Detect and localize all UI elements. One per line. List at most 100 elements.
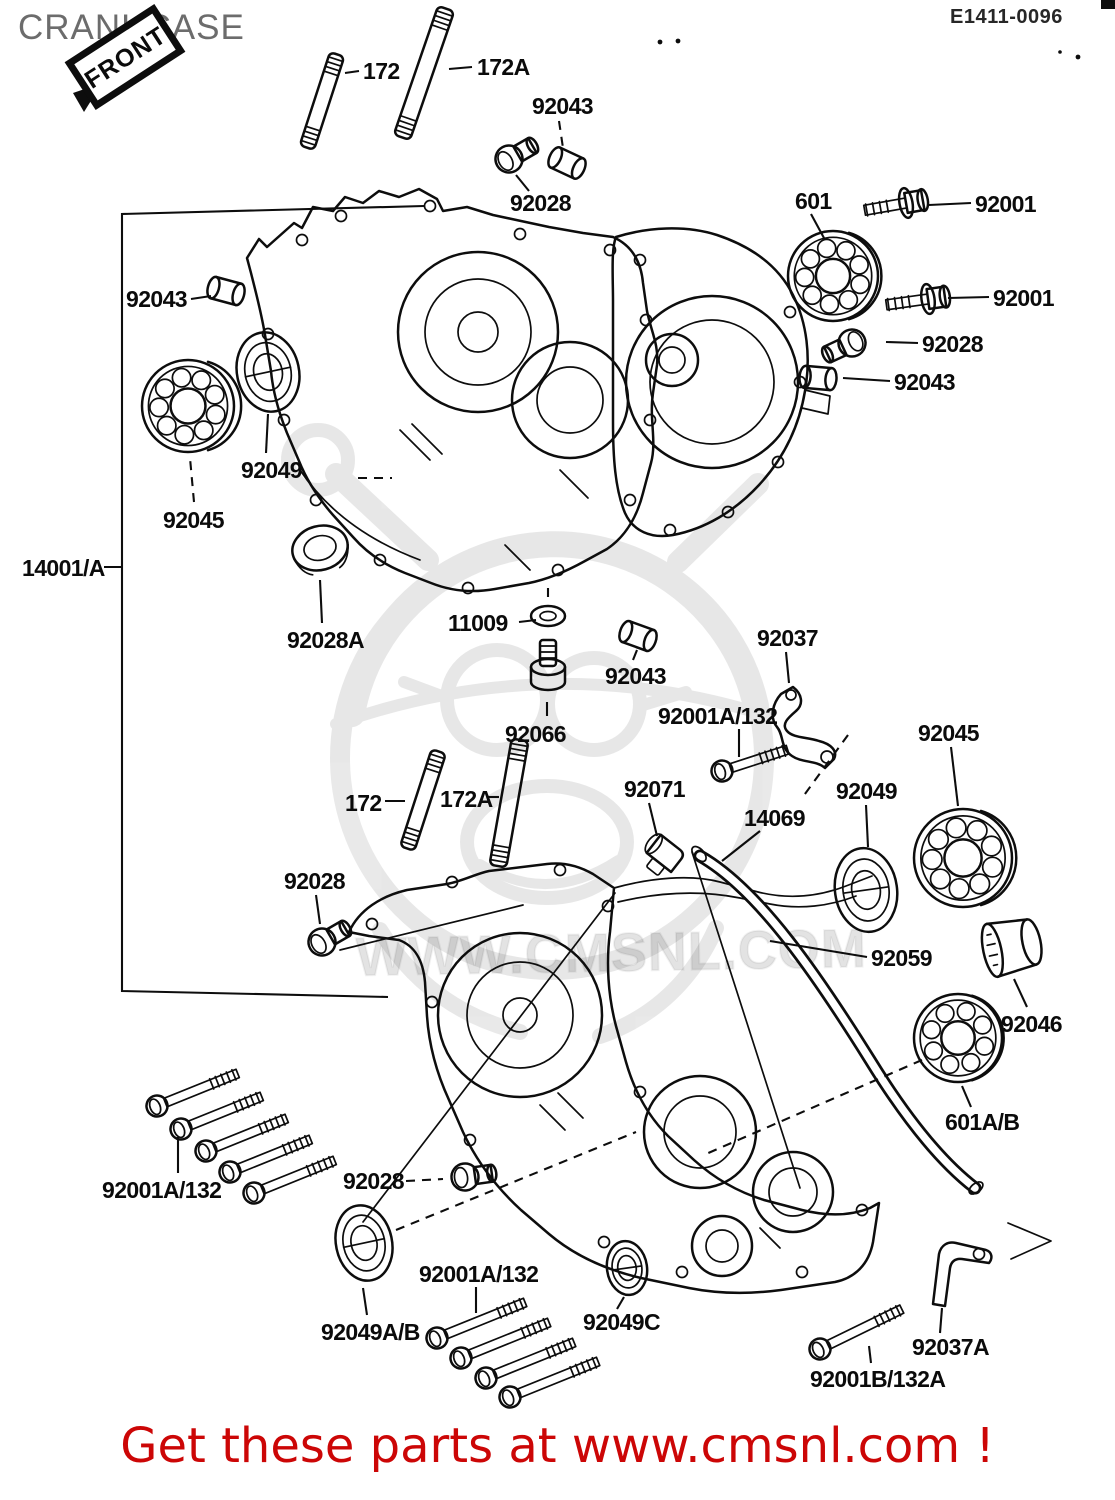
part-label-92043: 92043 [126,286,187,312]
bolt-hole [643,413,657,427]
leader-line-92045 [188,457,196,503]
leader-line-92028 [314,894,322,925]
hatch-line [411,423,443,455]
scan-speckles [657,0,1115,60]
part-label-92049C: 92049C [583,1309,660,1335]
hatch-line [399,429,431,461]
part-label-172: 172 [345,790,382,816]
part-label-92066: 92066 [505,721,566,747]
hatch-line [504,544,531,571]
leader-line-92043 [632,649,638,661]
leader-line-92071 [647,802,659,837]
front-direction-marker: FRONT [64,3,186,112]
hatch-line [539,1104,566,1131]
bolt-hole [463,1133,477,1147]
part-label-92028: 92028 [343,1168,405,1194]
bolt-hole [277,413,291,427]
lower-crankcase-assembly [347,851,881,1295]
part-label-92046: 92046 [1001,1011,1062,1037]
bushing-92028A [291,524,349,576]
leader-line-92028 [405,1177,444,1183]
part-label-92045: 92045 [918,720,980,746]
leader-line-92049 [264,413,270,454]
bolt-92001-lower [884,282,952,316]
part-label-92037: 92037 [757,625,818,651]
plug-pointer-line [339,904,524,951]
bearing-92045-right [912,807,1018,909]
part-label-92001: 92001 [993,285,1055,311]
spacer-92043-right [798,364,838,392]
leader-line-92028A [318,579,324,624]
part-label-92001B/132A: 92001B/132A [810,1366,945,1392]
leader-line-601 [810,213,825,239]
drain-plug-92066 [529,638,567,692]
bolt-hole [425,995,439,1009]
seal-92049-left [235,331,301,413]
bolt-hole [663,523,677,537]
bolt-92001A132-left-2 [169,1091,265,1141]
plug-92028-lowerleft [307,919,353,957]
bolt-92001A132-mid-1 [425,1297,528,1350]
leader-line-14069 [721,830,761,862]
part-label-92043: 92043 [894,369,955,395]
bolt-hole [365,917,379,931]
leader-line-92001 [947,295,990,300]
stud-172A-lower [489,738,529,868]
plug-92028-bottom [450,1162,498,1192]
leader-line-14001/A [120,204,425,567]
hatch-line [559,469,589,499]
part-label-92028: 92028 [510,190,572,216]
seal-92049C [605,1239,649,1297]
bolt-hole [633,253,647,267]
leader-line-92043 [842,376,891,383]
leader-line-92037 [784,651,791,684]
upper-crankcase-right-half [611,227,831,538]
part-label-92049: 92049 [241,457,302,483]
leader-line-92028 [515,174,530,192]
doc-code: E1411-0096 [950,6,1063,28]
part-label-92028A: 92028A [287,627,364,653]
part-label-14001/A: 14001/A [22,555,105,581]
leader-line-92046 [1013,978,1028,1008]
leader-line-172A [448,65,473,71]
part-label-92049A/B: 92049A/B [321,1319,420,1345]
bolt-hole [445,875,459,889]
leader-line-92045 [949,746,960,807]
plug-92028-right [820,328,867,364]
bolt-hole [373,553,387,567]
bolt-hole [771,455,785,469]
bolt-92001A132-left-5 [242,1155,338,1205]
bolt-hole [855,1203,869,1217]
leader-line-92028 [885,340,919,345]
seal-92049AB [334,1204,394,1282]
washer-11009 [529,604,567,628]
bolt-hole [623,493,637,507]
leader-line-92049 [864,804,870,848]
axis-lines [395,588,923,1231]
bolt-92001A132-left-3 [194,1113,290,1163]
part-label-92001: 92001 [975,191,1037,217]
part-label-172A: 172A [477,54,530,80]
bolt-hole [633,1085,647,1099]
part-label-92001A/132: 92001A/132 [419,1261,538,1287]
part-label-92059: 92059 [871,945,932,971]
bolt-92001A132-left-4 [218,1134,314,1184]
bolt-hole [553,863,567,877]
leader-line-601A/B [961,1085,972,1108]
bolt-hole [309,493,323,507]
bolt-92001A132-mid-4 [498,1356,601,1409]
leader-line-14001/A [120,567,389,999]
stud-172A-top [393,6,455,140]
bolt-92001B132A [808,1304,905,1361]
hatch-detail [399,423,781,1249]
bolt-hole [551,563,565,577]
leader-line-92001 [928,201,972,207]
bolt-hole [601,899,615,913]
part-label-172A: 172A [440,786,493,812]
bolt-hole [461,581,475,595]
bolt-hole [783,305,797,319]
part-label-11009: 11009 [448,610,508,636]
needle-bearing-92046 [980,918,1043,979]
part-label-92043: 92043 [532,93,593,119]
